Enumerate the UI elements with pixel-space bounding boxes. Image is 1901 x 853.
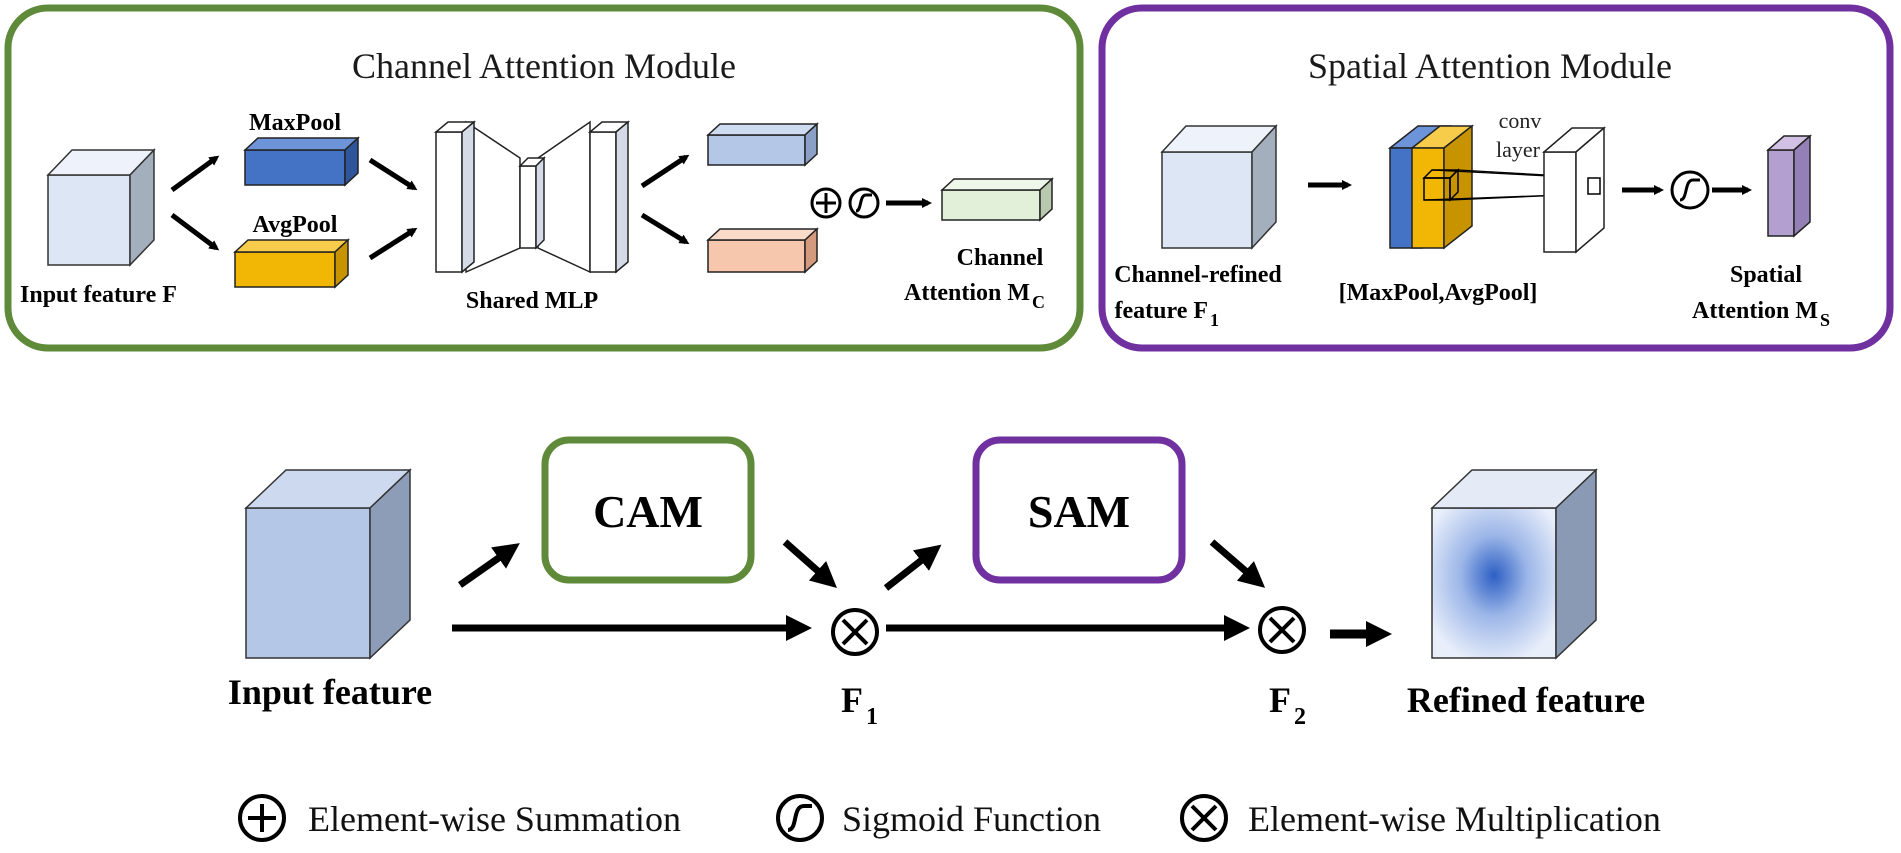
arrow-cam-to-mult1	[782, 539, 837, 588]
f2-label: F	[1269, 680, 1291, 720]
avgpool-bar	[233, 238, 350, 289]
sam-input-subscript: 1	[1210, 310, 1219, 330]
mult1-icon	[831, 608, 879, 656]
ms-label-line1: Spatial	[1730, 262, 1802, 288]
ms-label-line2: Attention M	[1692, 298, 1818, 324]
cam-panel-title: Channel Attention Module	[352, 46, 736, 86]
spatial-attention-panel: Spatial Attention Module Channel-refined…	[1098, 4, 1894, 352]
refined-feature-label: Refined feature	[1407, 680, 1645, 720]
f1-label: F	[841, 680, 863, 720]
conv-label-line1: conv	[1499, 108, 1542, 133]
arrow-input-to-cam	[457, 543, 520, 588]
channel-attention-bar	[940, 177, 1054, 222]
sam-panel-border	[1098, 4, 1894, 352]
plus-circle-icon	[238, 794, 286, 842]
input-feature-cube	[244, 468, 412, 660]
mc-label-line1: Channel	[957, 245, 1044, 271]
times-circle-icon	[1180, 794, 1228, 842]
arrow-mlp-to-bottom	[640, 212, 690, 245]
cam-input-label: Input feature F	[20, 282, 177, 308]
channel-attention-panel: Channel Attention Module Input feature F…	[4, 4, 1084, 352]
mlp-output-bar-avg	[706, 227, 819, 274]
shared-mlp	[433, 120, 631, 274]
pool-maps	[1387, 124, 1475, 250]
arrow-avgpool-to-mlp	[368, 227, 418, 261]
cam-box-label: CAM	[593, 486, 703, 537]
pool-maps-label: [MaxPool,AvgPool]	[1339, 280, 1538, 306]
cam-sigmoid-icon	[848, 187, 880, 219]
input-feature-label: Input feature	[228, 672, 432, 712]
maxpool-bar	[243, 136, 360, 187]
sam-input-label-line2: feature F	[1114, 298, 1208, 324]
arrow-sam-to-mult2	[1209, 539, 1266, 588]
arrow-input-to-avgpool	[170, 213, 220, 251]
f1-subscript: 1	[866, 704, 878, 730]
sam-box-label: SAM	[1028, 486, 1130, 537]
sam-input-cube	[1160, 124, 1278, 250]
conv-output-map	[1541, 126, 1607, 254]
avgpool-label: AvgPool	[253, 212, 338, 238]
mult2-icon	[1258, 606, 1306, 654]
sam-sigmoid-icon	[1670, 170, 1710, 210]
sigmoid-circle-icon	[776, 794, 824, 842]
refined-feature-cube	[1430, 468, 1598, 660]
cam-input-cube	[46, 148, 156, 267]
mlp-label: Shared MLP	[466, 288, 598, 314]
cam-box	[541, 436, 755, 584]
sam-input-label-line1: Channel-refined	[1114, 262, 1282, 288]
mlp-output-bar-max	[706, 122, 819, 167]
legend-mult-label: Element-wise Multiplication	[1248, 799, 1661, 839]
conv-label-line2: layer	[1496, 137, 1541, 162]
sam-box	[972, 436, 1186, 584]
sam-panel-title: Spatial Attention Module	[1308, 46, 1672, 86]
mc-subscript: C	[1032, 292, 1045, 312]
ms-subscript: S	[1820, 310, 1830, 330]
f2-subscript: 2	[1294, 704, 1306, 730]
spatial-attention-map	[1766, 134, 1812, 238]
maxpool-label: MaxPool	[249, 110, 341, 136]
legend-sigmoid-label: Sigmoid Function	[842, 799, 1101, 839]
cam-sum-icon	[810, 187, 842, 219]
mc-label-line2: Attention M	[904, 280, 1030, 306]
legend: Element-wise Summation Sigmoid Function …	[238, 794, 1661, 842]
arrow-f1-to-sam	[883, 544, 942, 591]
pipeline: Input feature CAM F 1 SAM	[228, 436, 1645, 730]
arrow-maxpool-to-mlp	[368, 157, 418, 191]
legend-sum-label: Element-wise Summation	[308, 799, 681, 839]
arrow-mlp-to-top	[640, 154, 690, 189]
arrow-input-to-maxpool	[170, 155, 220, 193]
